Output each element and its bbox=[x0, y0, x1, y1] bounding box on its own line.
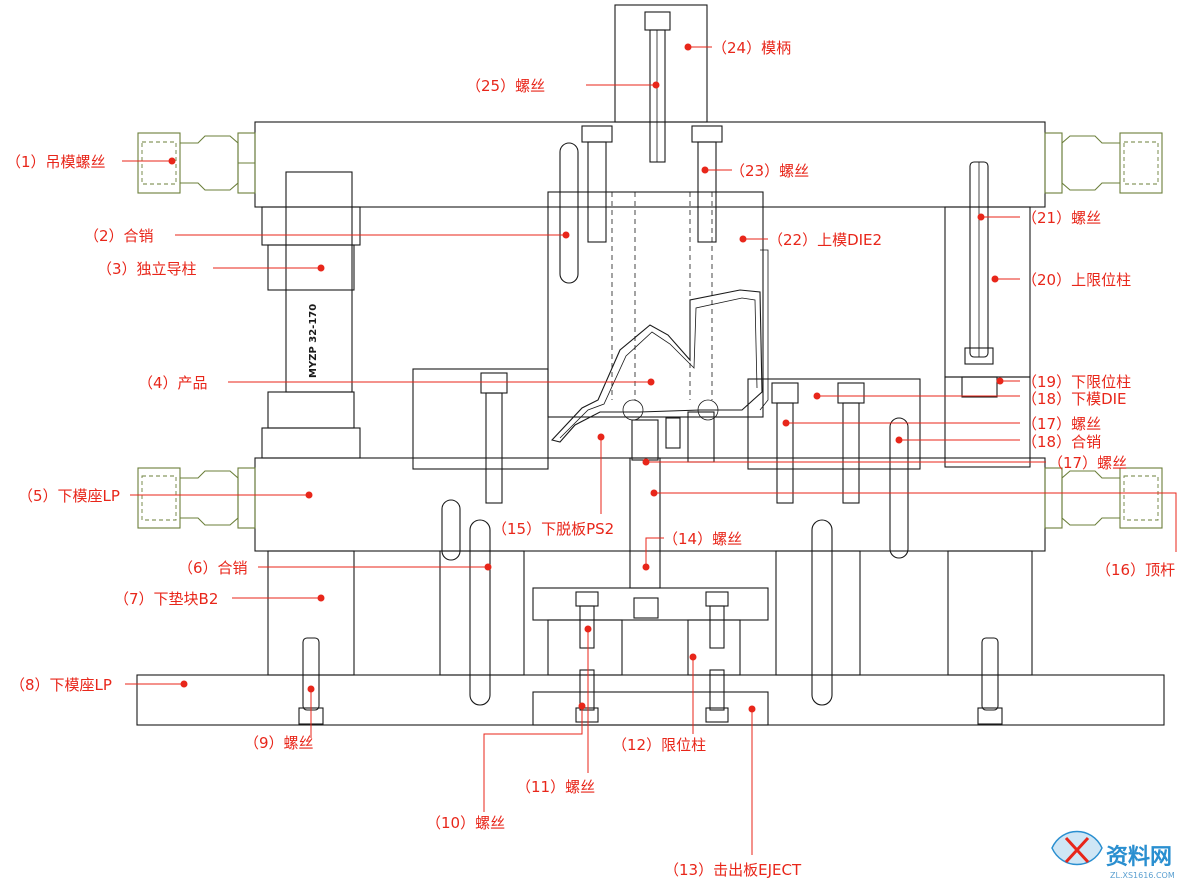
callout-6: （6）合销 bbox=[178, 559, 492, 577]
label-screw-23: （23）螺丝 bbox=[730, 162, 809, 180]
label-screw-17-upper: （17）螺丝 bbox=[1022, 415, 1101, 433]
label-screw-25: （25）螺丝 bbox=[466, 77, 545, 95]
label-guide-post: （3）独立导柱 bbox=[97, 260, 197, 278]
ejector-plates bbox=[532, 587, 769, 726]
label-lower-stop-post: （19）下限位柱 bbox=[1022, 373, 1131, 391]
label-stop-post: （12）限位柱 bbox=[612, 736, 706, 754]
label-screw-9: （9）螺丝 bbox=[244, 734, 314, 752]
label-dowel-pin-18: （18）合销 bbox=[1022, 433, 1101, 451]
label-lower-die: （18）下模DIE bbox=[1022, 390, 1127, 408]
callout-12: （12）限位柱 bbox=[612, 653, 706, 754]
ejector-column bbox=[629, 411, 715, 619]
lower-base bbox=[136, 637, 1165, 726]
callout-24: （24）模柄 bbox=[684, 39, 791, 57]
upper-stop-post bbox=[944, 161, 1031, 378]
lower-die-shoe bbox=[254, 457, 1046, 561]
label-ejector-pin: （16）顶杆 bbox=[1096, 561, 1175, 579]
label-lower-base: （8）下模座LP bbox=[10, 676, 112, 694]
label-shank: （24）模柄 bbox=[712, 39, 791, 57]
callout-18b: （18）合销 bbox=[895, 433, 1101, 451]
callout-21: （21）螺丝 bbox=[977, 209, 1101, 227]
label-screw-10: （10）螺丝 bbox=[426, 814, 505, 832]
callout-5: （5）下模座LP bbox=[18, 487, 313, 505]
label-product: （4）产品 bbox=[138, 374, 208, 392]
label-ejector-plate: （13）击出板EJECT bbox=[664, 861, 802, 879]
lifting-screw-lower-right bbox=[1044, 467, 1163, 529]
label-dowel-pin-upper: （2）合销 bbox=[84, 227, 154, 245]
shank bbox=[614, 4, 708, 163]
label-upper-die: （22）上模DIE2 bbox=[768, 231, 882, 249]
callout-13: （13）击出板EJECT bbox=[664, 705, 802, 879]
watermark-logo-icon bbox=[1051, 830, 1103, 866]
callout-14: （14）螺丝 bbox=[642, 530, 742, 571]
callout-18a: （18）下模DIE bbox=[813, 390, 1127, 408]
label-upper-stop-post: （20）上限位柱 bbox=[1022, 271, 1131, 289]
callout-8: （8）下模座LP bbox=[10, 676, 188, 694]
callout-7: （7）下垫块B2 bbox=[114, 590, 325, 608]
label-stripper-plate: （15）下脱板PS2 bbox=[492, 520, 614, 538]
label-screw-21: （21）螺丝 bbox=[1022, 209, 1101, 227]
lifting-screw-lower-left bbox=[137, 467, 256, 529]
lifting-screw-upper-right bbox=[1044, 132, 1163, 194]
lower-spacer-blocks bbox=[267, 519, 1033, 706]
label-lifting-screw: （1）吊模螺丝 bbox=[6, 153, 106, 171]
die-drawing: MYZP 32-170 bbox=[136, 4, 1165, 726]
watermark: 资料网 ZL.XS1616.COM bbox=[1051, 830, 1175, 880]
callout-25: （25）螺丝 bbox=[466, 77, 660, 95]
label-screw-17-lower: （17）螺丝 bbox=[1048, 454, 1127, 472]
callout-9: （9）螺丝 bbox=[244, 685, 315, 752]
product bbox=[550, 249, 769, 443]
callout-17b: （17）螺丝 bbox=[642, 454, 1127, 472]
guide-post: MYZP 32-170 bbox=[261, 171, 361, 459]
label-screw-11: （11）螺丝 bbox=[516, 778, 595, 796]
callout-3: （3）独立导柱 bbox=[97, 260, 325, 278]
label-dowel-pin-lower: （6）合销 bbox=[178, 559, 248, 577]
callout-16: （16）顶杆 bbox=[650, 489, 1177, 579]
upper-die bbox=[547, 191, 764, 418]
callout-11: （11）螺丝 bbox=[516, 625, 595, 796]
label-screw-14: （14）螺丝 bbox=[663, 530, 742, 548]
guide-post-stamp: MYZP 32-170 bbox=[308, 304, 319, 378]
callout-1: （1）吊模螺丝 bbox=[6, 153, 176, 171]
callout-22: （22）上模DIE2 bbox=[739, 231, 882, 249]
callout-2: （2）合销 bbox=[84, 227, 570, 245]
lower-die-blocks bbox=[412, 368, 1031, 559]
watermark-brand: 资料网 bbox=[1106, 845, 1172, 870]
callout-15: （15）下脱板PS2 bbox=[492, 433, 614, 538]
lifting-screw-upper-left bbox=[137, 132, 256, 194]
callouts: （1）吊模螺丝 （2）合销 （3）独立导柱 （4）产品 （5）下模座LP （6）… bbox=[6, 39, 1177, 879]
callout-4: （4）产品 bbox=[138, 374, 655, 392]
watermark-url: ZL.XS1616.COM bbox=[1110, 871, 1175, 880]
callout-10: （10）螺丝 bbox=[426, 702, 586, 832]
callout-19: （19）下限位柱 bbox=[996, 373, 1131, 391]
label-lower-shoe: （5）下模座LP bbox=[18, 487, 120, 505]
label-spacer-block: （7）下垫块B2 bbox=[114, 590, 218, 608]
callout-17a: （17）螺丝 bbox=[782, 415, 1101, 433]
callout-23: （23）螺丝 bbox=[701, 162, 809, 180]
callout-20: （20）上限位柱 bbox=[991, 271, 1131, 289]
